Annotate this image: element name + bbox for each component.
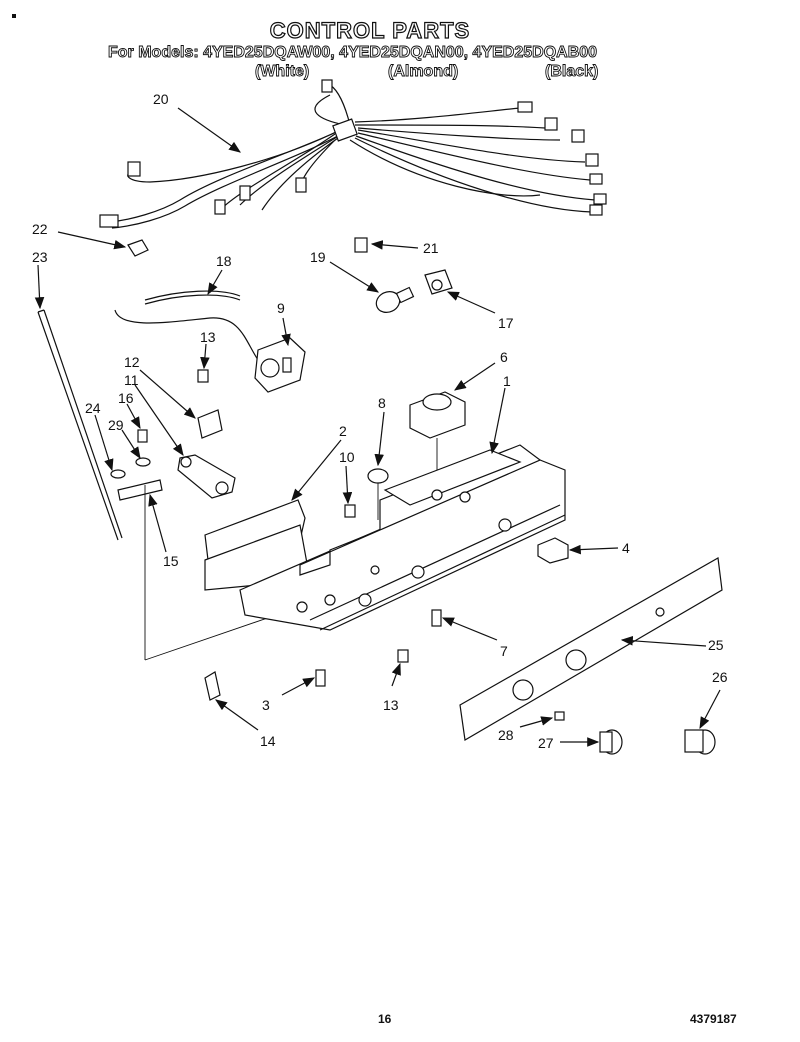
clip-21 [354,237,368,253]
insert-28 [554,711,565,721]
defrost-timer [409,391,466,490]
callout-22: 22 [32,221,48,237]
page-number: 16 [378,1012,392,1026]
knob-26 [684,729,716,755]
screw-10 [344,504,356,518]
callout-17: 17 [498,315,514,331]
callout-14: 14 [260,733,276,749]
callout-9: 9 [277,300,285,316]
wire-harness [99,79,607,229]
callout-25: 25 [708,637,724,653]
callout-13: 13 [200,329,216,345]
bulb-socket [424,269,453,295]
callout-19: 19 [310,249,326,265]
callout-15: 15 [163,553,179,569]
callout-20: 20 [153,91,169,107]
switch-4 [537,537,569,564]
callout-1: 1 [503,373,511,389]
callout-4: 4 [622,540,630,556]
callout-6: 6 [500,349,508,365]
callout-16: 16 [118,390,134,406]
callout-12: 12 [124,354,140,370]
part-number: 4379187 [690,1012,737,1026]
callout-26: 26 [712,669,728,685]
callout-10: 10 [339,449,355,465]
callout-27: 27 [538,735,554,751]
callout-labels: 20 22 23 18 19 21 17 9 13 12 11 16 24 29… [32,91,728,751]
callout-13-lower: 13 [383,697,399,713]
page-title: CONTROL PARTS [269,17,471,43]
callout-24: 24 [85,400,101,416]
washer-29 [135,457,151,467]
callout-7: 7 [500,643,508,659]
color-black: (Black) [545,63,599,81]
callout-23: 23 [32,249,48,265]
control-housing [239,444,566,631]
callout-18: 18 [216,253,232,269]
damper-bracket [177,369,236,499]
callout-3: 3 [262,697,270,713]
color-almond: (Almond) [388,63,459,81]
light-bulb [375,286,415,313]
models-line: For Models: 4YED25DQAW00, 4YED25DQAN00, … [108,44,598,62]
callout-11: 11 [124,372,139,388]
temperature-control-9 [254,337,306,393]
grommet-8 [367,468,389,520]
callout-21: 21 [423,240,439,256]
screw-13-lower [397,649,409,663]
callout-2: 2 [339,423,347,439]
control-panel [459,557,723,741]
callout-29: 29 [108,417,124,433]
leader-lines [34,107,721,747]
color-white: (White) [255,63,310,81]
callout-8: 8 [378,395,386,411]
tubing [114,290,259,361]
clip-14 [204,671,221,701]
washer-24 [110,469,126,479]
callout-28: 28 [498,727,514,743]
corner-mark [12,14,16,18]
control-rod [37,309,123,541]
harness-clip [127,239,149,257]
screw-3 [315,669,326,687]
screw-16 [137,429,148,443]
knob-27 [599,729,623,755]
screw-7 [431,609,442,627]
